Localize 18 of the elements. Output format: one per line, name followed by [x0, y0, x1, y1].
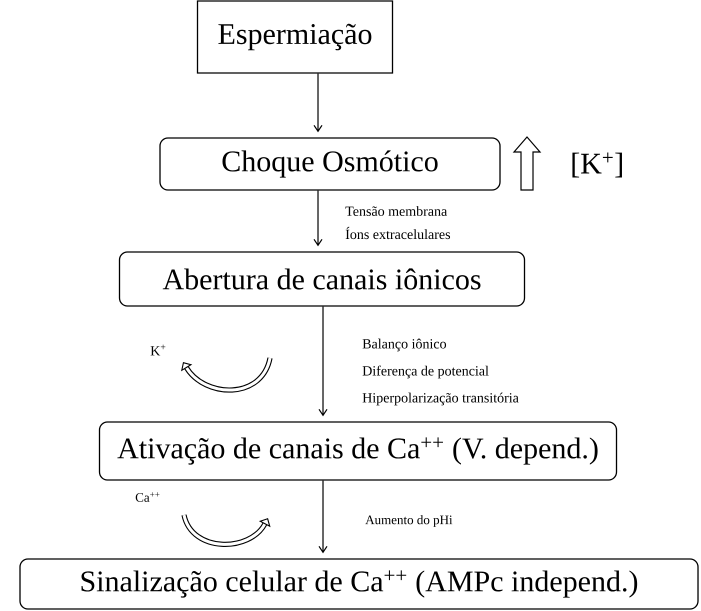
label: Balanço iônico [362, 338, 446, 352]
label: Tensão membrana [345, 206, 448, 216]
arrow [318, 480, 328, 554]
process-box: Choque Osmótico [159, 137, 501, 191]
label: Ca$^{++}$ [136, 492, 160, 502]
arrow [314, 190, 322, 246]
process-box: Ativação de canais de Ca$^{++}$ (V. depend.) [98, 421, 618, 481]
label: Hiperpolarização transitória [362, 392, 519, 406]
arrow [318, 306, 328, 416]
label: [K$^{+}$] [572, 152, 622, 178]
label: Íons extracelulares [346, 226, 450, 240]
process-box: Abertura de canais iônicos [118, 251, 526, 307]
arrow [314, 74, 322, 132]
label: Aumento do pHi [365, 515, 452, 527]
process-box: Espermiação [196, 0, 394, 74]
process-box: Sinalização celular de Ca$^{++}$ (AMPc independ.) [19, 558, 699, 610]
label: K$^{+}$ [150, 344, 166, 356]
label: Diferença de potencial [362, 366, 489, 378]
